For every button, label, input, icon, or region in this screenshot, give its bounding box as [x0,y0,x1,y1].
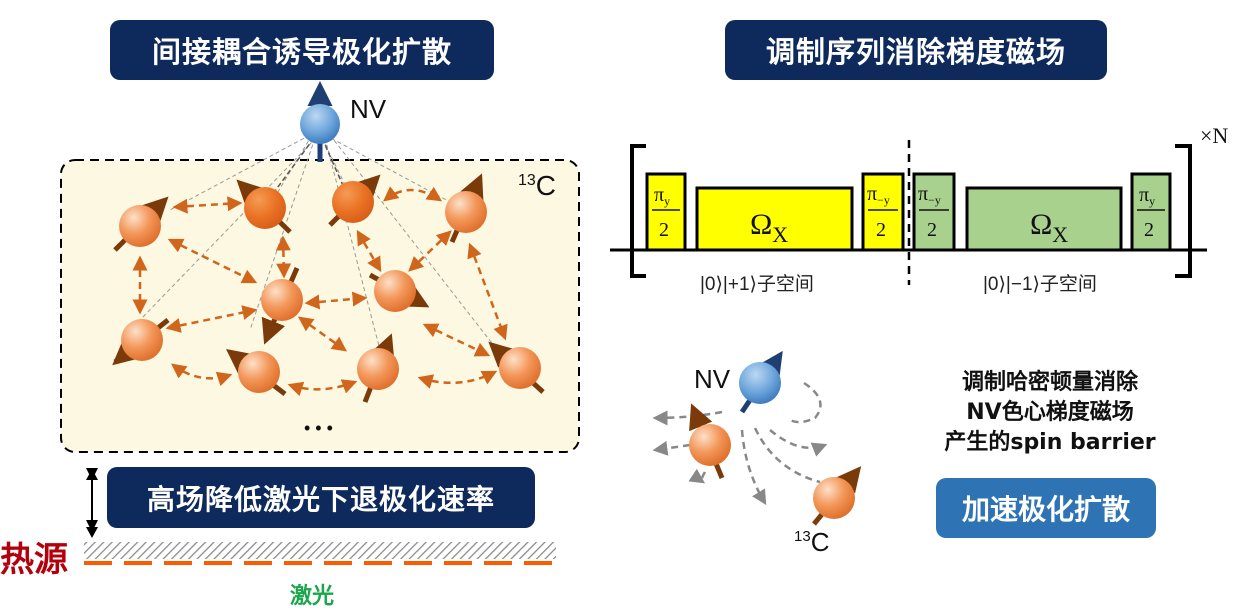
pulse-pi-minus-y-half [912,172,956,252]
laser-label: 激光 [290,584,335,609]
carbon-spin [236,179,292,234]
svg-text:2: 2 [1144,219,1154,241]
pulse-pi-y-half [645,172,687,252]
description-line: 调制哈密顿量消除 [961,370,1138,395]
carbon-spin [112,318,170,366]
pulse-label: πy [1139,184,1155,208]
repeat-label: ×N [1200,123,1228,148]
carbon-spin [328,174,381,227]
nv-label-small: NV [694,364,731,394]
description-text: 调制哈密顿量消除 NV色心梯度磁场 产生的spin barrier [905,368,1195,458]
description-line: 产生的spin barrier [944,430,1156,455]
pulse-label: π−y [867,183,890,207]
svg-text:2: 2 [927,219,937,241]
left-bracket [630,144,646,278]
spin-barrier-field-lines [652,381,828,506]
carbon-spin [488,341,545,394]
nv-center [300,81,340,162]
heat-source-label: 热源 [0,540,68,580]
nv-center-small [739,350,783,414]
carbon-spin [113,196,169,252]
pulse-sequence [610,140,1207,285]
omega-label: ΩX [1030,208,1068,247]
carbon-spin [261,267,303,345]
high-field-title: 高场降低激光下退极化速率 [107,467,535,528]
pulse-pi-y-half [1130,172,1172,252]
heat-source-bar [84,542,556,559]
accelerate-diffusion-badge: 加速极化扩散 [936,478,1156,538]
ellipsis: • • • [304,418,333,438]
pulse-label: π−y [918,183,941,207]
modulation-sequence-title: 调制序列消除梯度磁场 [725,20,1107,80]
subspace-label-plus: |0⟩|+1⟩子空间 [700,273,814,295]
pulse-label: πy [654,184,670,208]
omega-label: ΩX [750,208,788,247]
flip-flop-arrows [132,186,508,397]
svg-text:2: 2 [876,219,886,241]
pulse-omega-x [695,186,854,252]
carbon-spin-small [812,466,862,526]
pulse-pi-minus-y-half [861,172,905,252]
carbon-13-label-small: 13C [794,527,829,557]
carbon-spin [357,333,399,403]
subspace-label-minus: |0⟩|−1⟩子空间 [983,273,1097,295]
carbon-spin-small [689,403,731,479]
carbon-spin [226,348,287,396]
carbon-13-label: 13C [518,170,556,201]
nv-label: NV [350,94,387,124]
carbon-spin [368,270,430,312]
description-line: NV色心梯度磁场 [966,400,1134,425]
pulse-omega-x [965,186,1123,252]
svg-text:2: 2 [659,219,669,241]
right-bracket [1175,144,1192,278]
indirect-coupling-title: 间接耦合诱导极化扩散 [110,20,494,80]
carbon-bath-region [60,159,580,453]
carbon-spin [445,173,487,244]
